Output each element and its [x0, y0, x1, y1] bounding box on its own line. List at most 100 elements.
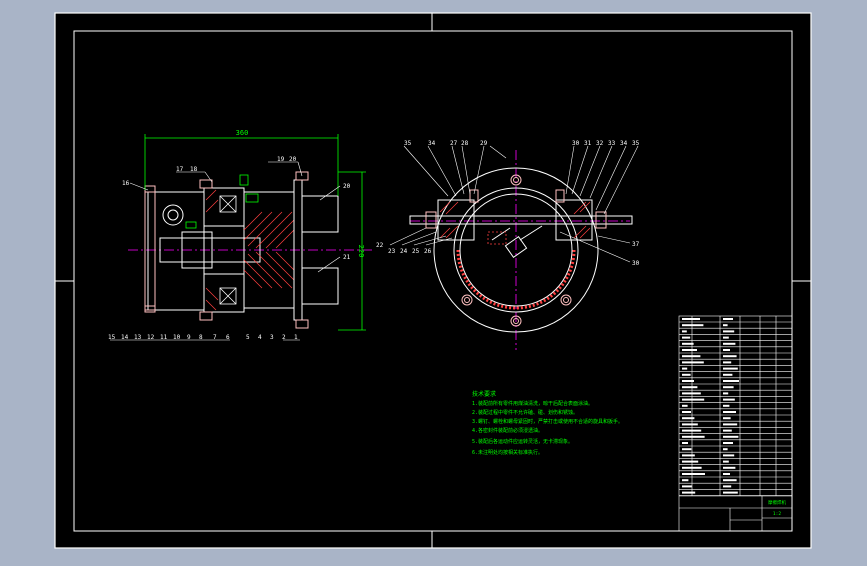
- parts-row-entry: [723, 355, 737, 358]
- callout-16: 16: [122, 180, 130, 187]
- parts-row-entry: [682, 404, 688, 407]
- parts-list-table: [678, 315, 793, 532]
- centering-marks: [55, 13, 811, 548]
- parts-row-entry: [723, 392, 729, 395]
- parts-row-entry: [723, 435, 739, 438]
- parts-row-entry: [723, 442, 733, 444]
- linkage-bracket: [487, 231, 507, 245]
- callout-11: 11: [160, 334, 168, 341]
- side-view: 35 34 27 28 29 30 31 32 33 34 35 23 24 2…: [388, 140, 640, 350]
- title-block: [679, 495, 792, 531]
- callout-23: 23: [388, 248, 396, 255]
- note-line-5: 5.装配后各运动件应运转灵活，无卡滞现象。: [472, 438, 573, 445]
- note-line-1: 1.装配前所有零件用煤油清洗，晾干后配合表面涂油。: [472, 400, 593, 407]
- parts-row-entry: [723, 373, 733, 376]
- callout-22: 22: [376, 242, 384, 249]
- callout-18: 18: [190, 166, 198, 173]
- callout-27: 27: [450, 140, 458, 147]
- rod-nuts: [425, 189, 607, 229]
- note-line-4: 4.各密封件装配前必须浸透油。: [472, 427, 543, 434]
- notes-title: 技术要求: [472, 390, 496, 398]
- parts-row-entry: [682, 392, 701, 395]
- callout-19: 19: [277, 156, 285, 163]
- callout-35-left: 35: [404, 140, 412, 147]
- side-leaders: [389, 145, 639, 263]
- parts-row-entry: [723, 460, 729, 463]
- center-linkage: [491, 225, 543, 259]
- note-line-6: 6.未注明处均按相关标准执行。: [472, 449, 543, 456]
- parts-row-entry: [723, 336, 729, 339]
- callout-30: 30: [632, 260, 640, 267]
- callout-9: 9: [187, 334, 191, 341]
- callout-31: 31: [584, 140, 592, 147]
- parts-row-entry: [682, 361, 704, 364]
- clamp-rod: [409, 215, 633, 225]
- parts-row-entry: [723, 398, 735, 401]
- parts-row-entry: [723, 411, 736, 413]
- shaft-collar: [181, 231, 213, 269]
- ring-outer-wall: [453, 187, 579, 313]
- callout-3: 3: [270, 334, 274, 341]
- parts-row-entry: [723, 479, 737, 482]
- parts-list-marks: [682, 318, 739, 494]
- section-hatching: [205, 189, 295, 311]
- parts-row-entry: [723, 429, 732, 432]
- parts-row-entry: [682, 336, 691, 339]
- drawing-sheet: [54, 12, 812, 549]
- front-leaders: [110, 161, 341, 341]
- housing-bore-inner: [167, 209, 179, 221]
- left-housing: [147, 191, 205, 311]
- parts-row-entry: [723, 380, 739, 382]
- parts-row-entry: [723, 473, 730, 475]
- callout-5: 5: [246, 334, 250, 341]
- parts-row-entry: [723, 454, 735, 457]
- parts-row-entry: [682, 491, 696, 494]
- parts-row-entry: [723, 367, 738, 370]
- callout-13: 13: [134, 334, 142, 341]
- parts-row-entry: [682, 367, 688, 370]
- parts-row-entry: [723, 404, 730, 407]
- callout-24: 24: [400, 248, 408, 255]
- parts-row-entry: [682, 342, 694, 345]
- title-part-name: 摩擦焊机: [768, 499, 786, 506]
- note-line-2: 2.装配过程中零件不允许磕、碰、划伤和锈蚀。: [472, 409, 578, 416]
- parts-row-entry: [682, 442, 688, 444]
- callout-6: 6: [226, 334, 230, 341]
- parts-row-entry: [723, 349, 730, 351]
- callout-30-top: 30: [572, 140, 580, 147]
- bottom-callouts: 15 14 13 12 11 10 9 8 7 6 5 4 3 2 1: [108, 334, 298, 341]
- parts-row-entry: [682, 386, 698, 389]
- callout-32: 32: [596, 140, 604, 147]
- callout-29: 29: [480, 140, 488, 147]
- callout-34-right: 34: [620, 140, 628, 147]
- callout-28: 28: [461, 140, 469, 147]
- parts-row-entry: [723, 485, 732, 488]
- main-shaft: [159, 237, 261, 263]
- ring-bolt-holes: [461, 174, 572, 327]
- callout-14: 14: [121, 334, 129, 341]
- parts-row-entry: [682, 423, 698, 426]
- callout-20: 20: [343, 183, 351, 190]
- callout-1: 1: [294, 334, 298, 341]
- callout-7: 7: [213, 334, 217, 341]
- parts-row-entry: [682, 479, 689, 482]
- callout-37: 37: [632, 241, 640, 248]
- callout-21: 21: [343, 254, 351, 261]
- left-clamp-block: [437, 199, 475, 241]
- parts-row-entry: [723, 448, 728, 451]
- parts-row-entry: [682, 398, 705, 401]
- parts-row-entry: [682, 355, 701, 358]
- title-scale: 1:2: [773, 511, 781, 517]
- callout-20-top: 20: [289, 156, 297, 163]
- parts-row-entry: [682, 454, 695, 457]
- parts-row-entry: [723, 491, 738, 494]
- parts-row-entry: [682, 330, 687, 333]
- parts-row-entry: [723, 417, 731, 420]
- callout-10: 10: [173, 334, 181, 341]
- parts-row-entry: [682, 460, 699, 463]
- callout-2: 2: [282, 334, 286, 341]
- body-highlight: [245, 193, 259, 203]
- parts-row-entry: [723, 466, 736, 469]
- right-clamp-block: [555, 199, 593, 241]
